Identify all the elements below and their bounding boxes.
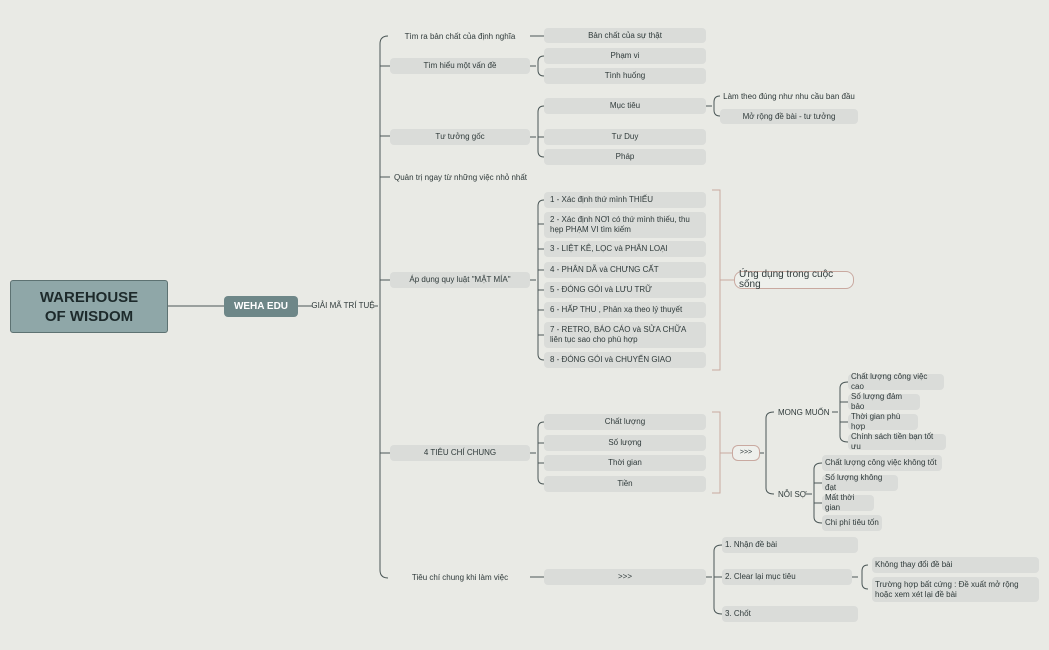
fear-1[interactable]: Chất lượng công việc không tốt: [822, 455, 942, 471]
step-4[interactable]: 4 - PHÂN DÃ và CHƯNG CẤT: [544, 262, 706, 278]
branch-6[interactable]: 4 TIÊU CHÍ CHUNG: [390, 445, 530, 461]
branch-4[interactable]: Quản trị ngay từ những việc nhỏ nhất: [394, 172, 528, 182]
summary-arrows[interactable]: >>>: [732, 445, 760, 461]
main-node[interactable]: WEHA EDU: [224, 296, 298, 317]
summary-life[interactable]: Ứng dụng trong cuộc sống: [734, 270, 854, 290]
branch-1-child[interactable]: Bản chất của sự thật: [544, 28, 706, 43]
branch-2-child-1[interactable]: Phạm vi: [544, 48, 706, 64]
step-5[interactable]: 5 - ĐÓNG GÓI và LƯU TRỮ: [544, 282, 706, 298]
clear-option-2[interactable]: Trường hợp bất cứng : Đề xuất mở rộng ho…: [872, 577, 1039, 602]
branch-3-child-3[interactable]: Pháp: [544, 149, 706, 165]
branch-2-child-2[interactable]: Tình huống: [544, 68, 706, 84]
step-2[interactable]: 2 - Xác định NƠI có thứ mình thiếu, thu …: [544, 212, 706, 238]
root-node[interactable]: WAREHOUSE OF WISDOM: [10, 280, 168, 333]
step-6[interactable]: 6 - HẤP THU , Phản xạ theo lý thuyết: [544, 302, 706, 318]
fear-node[interactable]: NỖI SỢ: [778, 489, 807, 499]
step-7[interactable]: 7 - RETRO, BÁO CÁO và SỬA CHỮA liên tục …: [544, 322, 706, 348]
branch-1[interactable]: Tìm ra bản chất của định nghĩa: [404, 31, 516, 41]
fear-4[interactable]: Chi phí tiêu tốn: [822, 515, 882, 531]
fear-3[interactable]: Mất thời gian: [822, 493, 874, 512]
branch-2[interactable]: Tìm hiểu một vấn đề: [390, 58, 530, 74]
branch-3-child-1[interactable]: Mục tiêu: [544, 98, 706, 114]
step-3[interactable]: 3 - LIỆT KÊ, LỌC và PHÂN LOẠI: [544, 241, 706, 257]
criterion-3[interactable]: Thời gian: [544, 455, 706, 471]
branch-3[interactable]: Tư tưởng gốc: [390, 129, 530, 145]
criterion-4[interactable]: Tiền: [544, 476, 706, 492]
branch-5[interactable]: Áp dụng quy luật "MẬT MÍA": [390, 272, 530, 288]
criterion-1[interactable]: Chất lượng: [544, 414, 706, 430]
desire-node[interactable]: MONG MUỐN: [778, 407, 830, 417]
branch-7[interactable]: Tiêu chí chung khi làm việc: [411, 572, 509, 582]
root-label: WAREHOUSE OF WISDOM: [39, 288, 139, 325]
branch-7-child[interactable]: >>>: [544, 569, 706, 585]
desire-3[interactable]: Thời gian phù hợp: [848, 412, 918, 431]
step-8[interactable]: 8 - ĐÓNG GÓI và CHUYỂN GIAO: [544, 352, 706, 368]
clear-option-1[interactable]: Không thay đổi đề bài: [872, 557, 1039, 573]
branch-3-goal-1[interactable]: Làm theo đúng như nhu cầu ban đầu: [723, 91, 855, 101]
work-step-2[interactable]: 2. Clear lại mục tiêu: [722, 569, 852, 585]
work-step-3[interactable]: 3. Chốt: [722, 606, 858, 622]
main-label: WEHA EDU: [233, 300, 289, 312]
work-step-1[interactable]: 1. Nhận đề bài: [722, 537, 858, 553]
desire-1[interactable]: Chất lượng công việc cao: [848, 372, 944, 391]
fear-2[interactable]: Số lượng không đạt: [822, 473, 898, 492]
criterion-2[interactable]: Số lượng: [544, 435, 706, 451]
desire-4[interactable]: Chính sách tiền bạn tốt ưu: [848, 432, 946, 451]
sub-label: GIẢI MÃ TRÍ TUỆ: [311, 301, 375, 310]
desire-2[interactable]: Số lượng đảm bảo: [848, 392, 920, 411]
step-1[interactable]: 1 - Xác định thứ mình THIẾU: [544, 192, 706, 208]
branch-3-goal-2[interactable]: Mở rộng đề bài - tư tưởng: [720, 109, 858, 124]
sub-node[interactable]: GIẢI MÃ TRÍ TUỆ: [311, 300, 375, 312]
branch-3-child-2[interactable]: Tư Duy: [544, 129, 706, 145]
